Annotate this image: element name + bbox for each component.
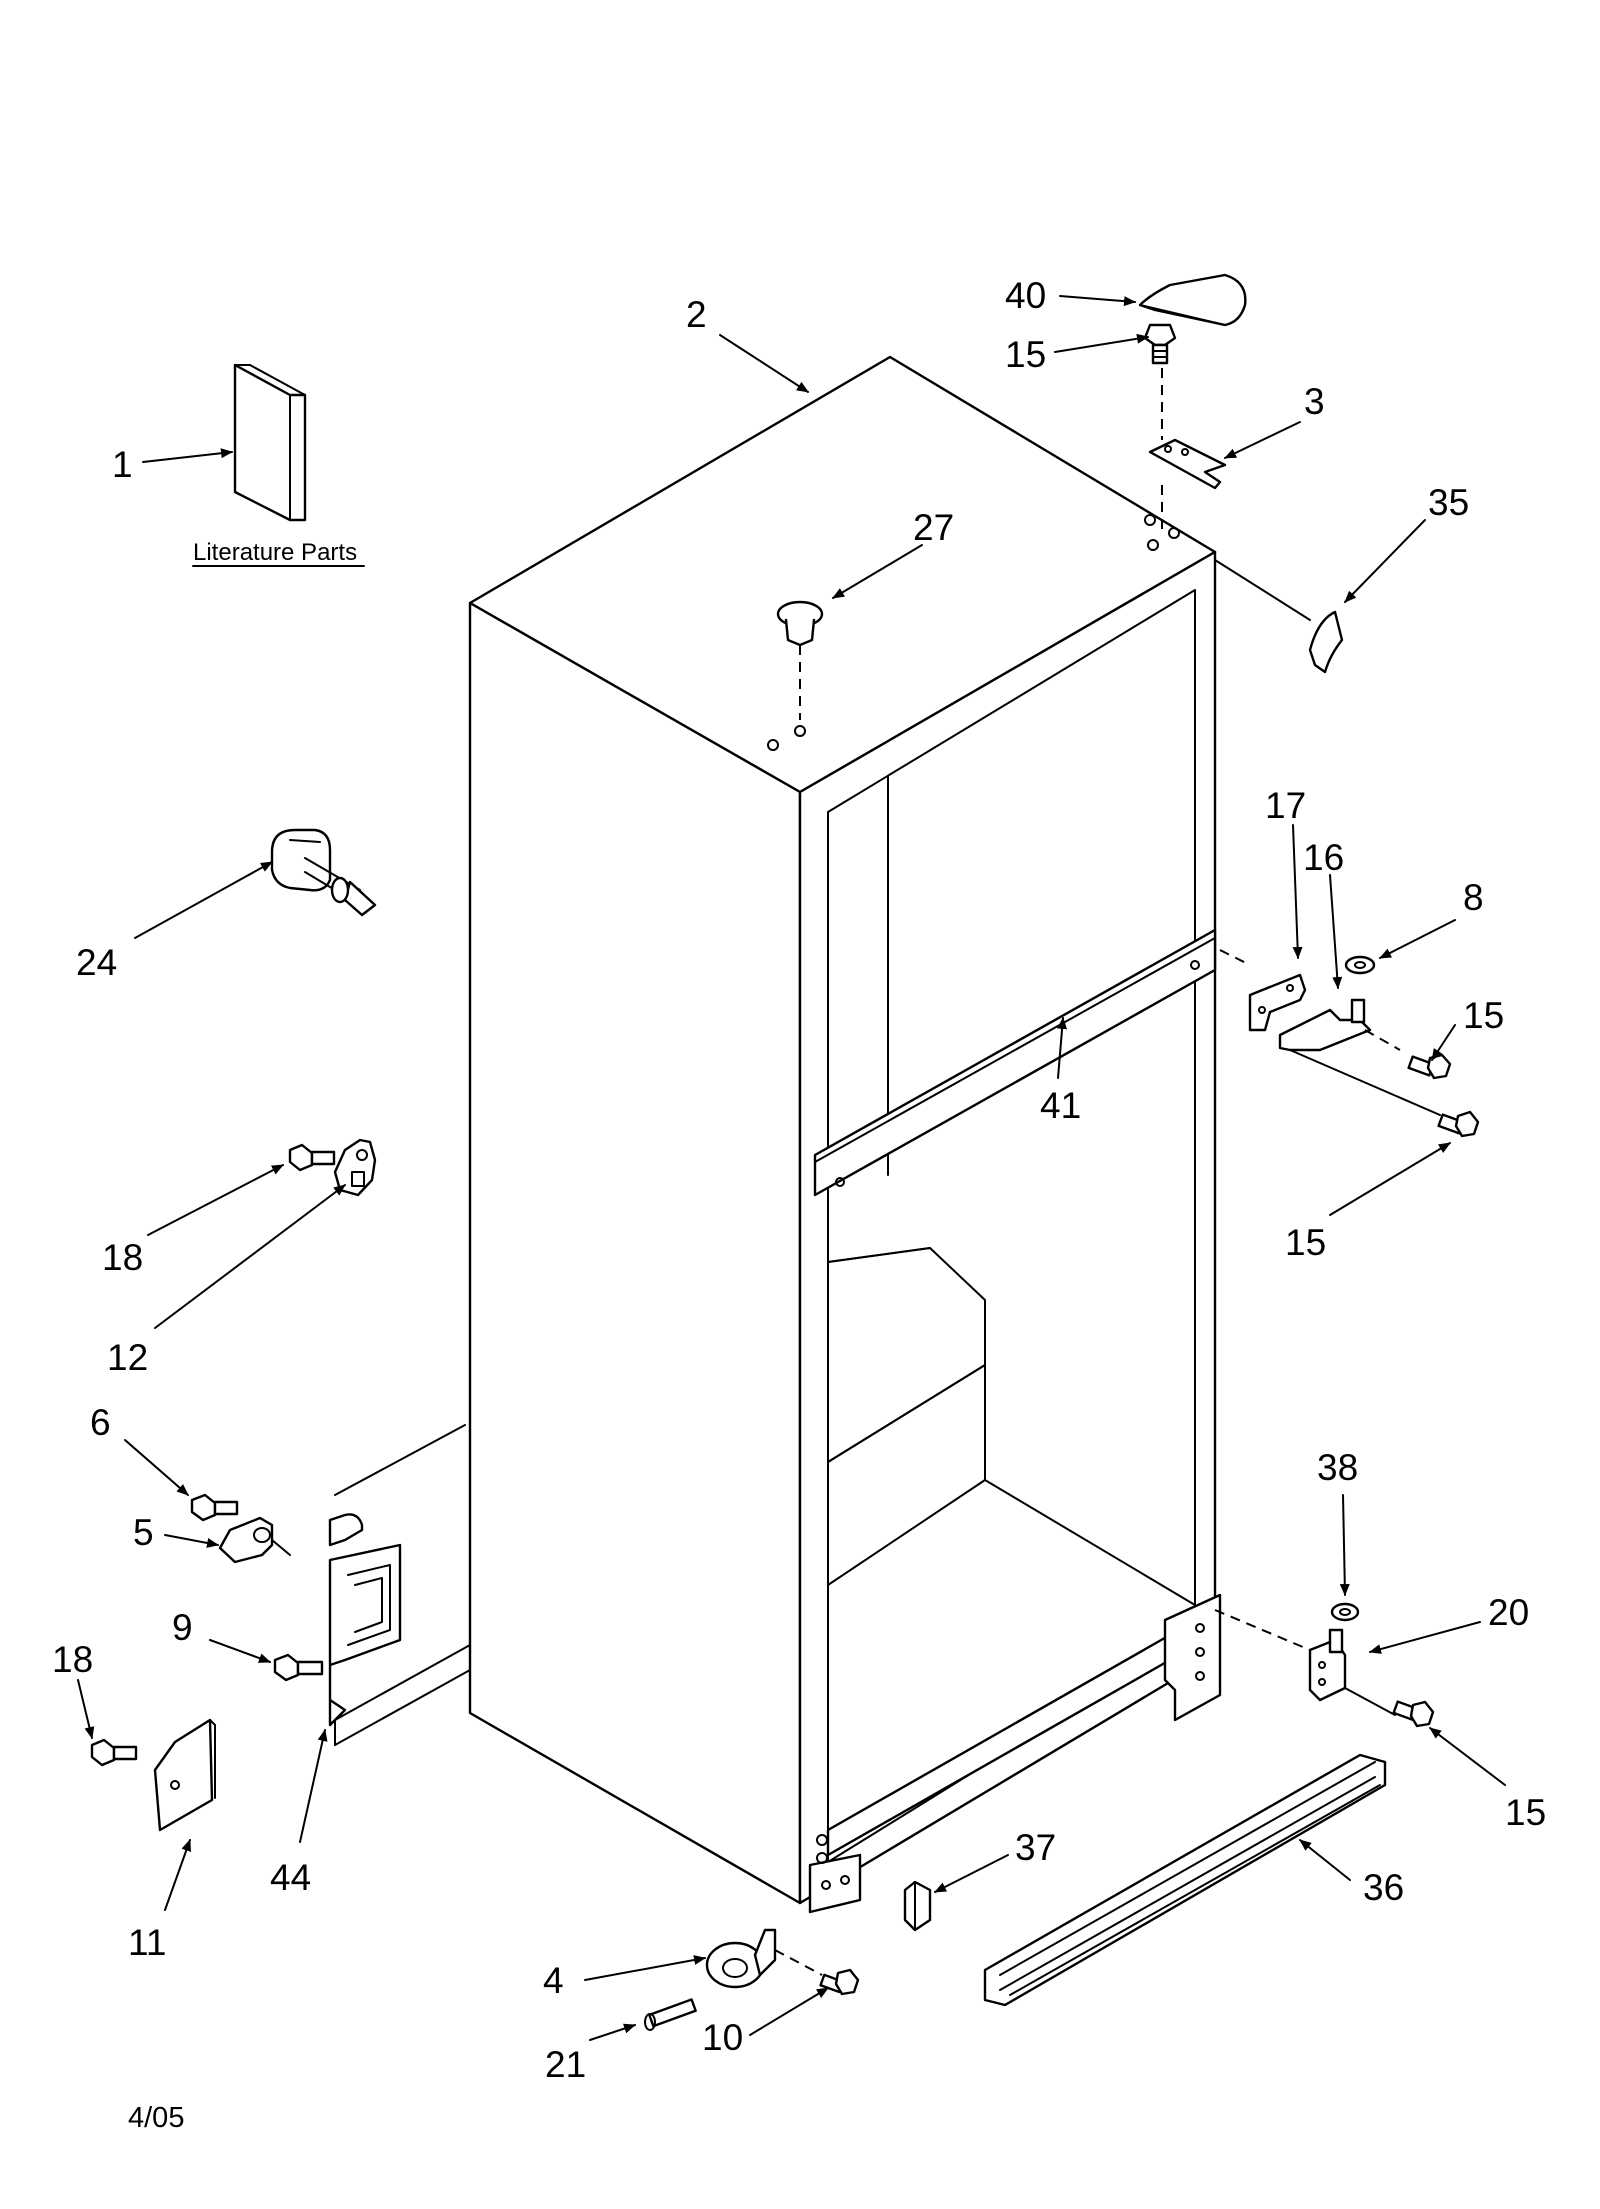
callout-6: 6 [90, 1402, 111, 1443]
literature-parts-label: Literature Parts [193, 539, 357, 566]
callout-11: 11 [128, 1922, 166, 1963]
bracket-part-12 [333, 1138, 377, 1197]
screw-part-10 [819, 1968, 860, 1996]
screw-part-15-bottom [1392, 1700, 1435, 1728]
callout-17: 17 [1265, 785, 1306, 826]
screw-part-15-mid [1407, 1053, 1452, 1080]
leveling-leg-part-24 [270, 828, 377, 917]
callout-12: 12 [107, 1337, 148, 1378]
callout-40: 40 [1005, 275, 1046, 316]
callout-21: 21 [545, 2044, 586, 2085]
plug-button-part-27 [776, 600, 824, 647]
callout-38: 38 [1317, 1447, 1358, 1488]
axle-pin-part-21 [644, 1998, 697, 2031]
callout-labels: 1 2 3 4 5 6 8 9 10 11 12 15 15 15 15 16 … [52, 275, 1546, 2085]
hinge-clip-part-35 [1308, 610, 1344, 674]
refrigerator-cabinet [334, 355, 1217, 1905]
callout-35: 35 [1428, 482, 1469, 523]
callout-5: 5 [133, 1512, 154, 1553]
clamp-part-5 [218, 1516, 274, 1564]
callout-18-upper: 18 [102, 1237, 143, 1278]
literature-booklet-part-1 [233, 363, 307, 522]
callout-44: 44 [270, 1857, 311, 1898]
revision-date: 4/05 [128, 2102, 184, 2134]
callout-15-bottom: 15 [1505, 1792, 1546, 1833]
callout-15-top: 15 [1005, 334, 1046, 375]
callout-9: 9 [172, 1607, 193, 1648]
hinge-cover-part-40 [1138, 273, 1247, 327]
divider-rail-part-41 [813, 928, 1217, 1197]
top-hinge-part-3 [1148, 438, 1227, 490]
callout-36: 36 [1363, 1867, 1404, 1908]
callout-41: 41 [1040, 1085, 1081, 1126]
callout-3: 3 [1304, 381, 1325, 422]
callout-18-lower: 18 [52, 1639, 93, 1680]
callout-37: 37 [1015, 1827, 1056, 1868]
grille-clip-part-37 [903, 1880, 932, 1932]
callout-27: 27 [913, 507, 954, 548]
roller-part-4 [705, 1928, 777, 1989]
callout-16: 16 [1303, 837, 1344, 878]
callout-10: 10 [702, 2017, 743, 2058]
cover-part-11 [153, 1718, 216, 1832]
screw-top-hinge [1143, 323, 1177, 365]
leader-arrows [77, 295, 1506, 2041]
screw-part-6 [190, 1493, 239, 1522]
hinge-bracket-part-17 [1248, 973, 1307, 1032]
callout-4: 4 [543, 1960, 564, 2001]
callout-1: 1 [112, 444, 133, 485]
bottom-rail [808, 1593, 1222, 1914]
callout-15-lower-mid: 15 [1285, 1222, 1326, 1263]
toe-grille-part-36 [983, 1753, 1387, 2007]
washer-part-38 [1330, 1602, 1360, 1622]
callout-8: 8 [1463, 877, 1484, 918]
callout-15-mid: 15 [1463, 995, 1504, 1036]
callout-24: 24 [76, 942, 117, 983]
bracket-part-44 [328, 1513, 402, 1727]
callout-20: 20 [1488, 1592, 1529, 1633]
center-hinge-part-16 [1278, 998, 1372, 1052]
washer-part-8 [1344, 955, 1376, 975]
screw-part-9 [273, 1653, 324, 1682]
screw-part-18-upper [288, 1143, 336, 1172]
callout-2: 2 [686, 294, 707, 335]
bottom-hinge-part-20 [1308, 1628, 1347, 1702]
screw-part-18-lower [90, 1738, 138, 1767]
screw-part-15-lower-mid [1437, 1110, 1480, 1138]
